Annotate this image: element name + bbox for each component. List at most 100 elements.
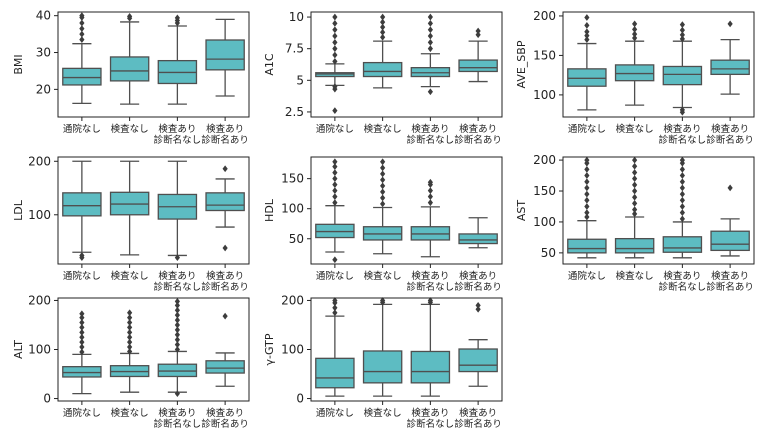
outlier-point <box>679 215 685 223</box>
outlier-point <box>632 34 638 42</box>
outlier-point <box>427 88 433 96</box>
outlier-point <box>174 346 180 353</box>
outlier-point <box>79 314 85 321</box>
y-tick-label: 0 <box>296 392 304 406</box>
x-tick-label: 検査あり <box>158 270 196 282</box>
outlier-point <box>679 31 685 39</box>
outlier-point <box>79 36 85 44</box>
outlier-point <box>127 343 133 351</box>
outlier-point <box>127 324 133 331</box>
outlier-point <box>380 164 386 172</box>
outlier-point <box>332 26 338 34</box>
outlier-point <box>79 25 85 32</box>
box-3 <box>157 14 198 105</box>
y-tick-label: 200 <box>28 154 51 168</box>
outlier-point <box>679 165 685 173</box>
x-tick-label: 診断名なし <box>154 281 202 293</box>
x-tick-label: 検査あり <box>459 123 497 135</box>
x-tick-label: 診断名あり <box>454 281 502 293</box>
outlier-point <box>174 321 180 329</box>
outlier-point <box>632 187 638 195</box>
outlier-point <box>632 193 638 201</box>
outlier-point <box>584 36 590 44</box>
x-tick-label: 通院なし <box>316 270 354 282</box>
outlier-point <box>79 348 85 356</box>
box-4 <box>205 312 245 387</box>
outlier-point <box>632 25 638 33</box>
box-3 <box>410 297 451 397</box>
outlier-point <box>427 199 433 207</box>
panel-1: 203040BMI通院なし検査なし検査あり診断名なし検査あり診断名あり <box>12 9 250 146</box>
outlier-point <box>332 45 338 53</box>
box-1 <box>567 14 607 111</box>
panel-7: 0100200ALT通院なし検査なし検査あり診断名なし検査あり診断名あり <box>12 293 250 430</box>
outlier-point <box>127 333 133 341</box>
y-tick-label: 200 <box>281 293 304 307</box>
y-tick-label: 2.5 <box>285 105 304 119</box>
outlier-point <box>427 13 433 21</box>
x-tick-label: 診断名あり <box>454 418 502 430</box>
outlier-point <box>679 190 685 198</box>
outlier-point <box>727 184 733 192</box>
box-2 <box>614 20 655 106</box>
outlier-point <box>632 210 638 218</box>
outlier-point <box>332 51 338 59</box>
outlier-point <box>332 57 338 65</box>
x-tick-label: 通院なし <box>316 123 354 135</box>
x-tick-label: 検査なし <box>364 270 402 282</box>
outlier-point <box>332 13 338 21</box>
y-tick-label: 150 <box>533 184 556 198</box>
outlier-point <box>174 331 180 339</box>
box-1 <box>315 297 355 397</box>
outlier-point <box>427 178 433 186</box>
y-axis-label: γ-GTP <box>263 333 276 365</box>
y-tick-label: 40 <box>36 9 51 23</box>
outlier-point <box>174 306 180 314</box>
outlier-point <box>632 181 638 189</box>
y-axis-label: A1C <box>263 53 276 76</box>
box-4 <box>458 301 498 387</box>
box-4 <box>710 20 750 95</box>
outlier-point <box>127 319 133 326</box>
y-tick-label: 100 <box>281 343 304 357</box>
outlier-point <box>475 301 481 309</box>
outlier-point <box>79 19 85 27</box>
x-tick-label: 検査あり <box>711 270 749 282</box>
outlier-point <box>427 26 433 34</box>
outlier-point <box>332 187 338 195</box>
box-1 <box>62 12 102 105</box>
x-tick-label: 検査あり <box>411 270 449 282</box>
outlier-point <box>127 328 133 336</box>
outlier-point <box>584 178 590 186</box>
outlier-point <box>584 184 590 192</box>
outlier-point <box>584 213 590 221</box>
box-4 <box>205 18 245 97</box>
x-tick-label: 検査あり <box>158 123 196 135</box>
x-tick-label: 診断名なし <box>154 418 202 430</box>
x-tick-label: 診断名なし <box>154 134 202 146</box>
box-2 <box>614 156 655 259</box>
box-3 <box>662 21 703 116</box>
outlier-point <box>174 326 180 334</box>
iqr-box <box>62 366 102 378</box>
outlier-point <box>332 169 338 177</box>
box-1 <box>315 158 355 264</box>
box-2 <box>109 160 150 256</box>
box-1 <box>567 156 607 259</box>
x-tick-label: 診断名なし <box>407 134 455 146</box>
outlier-point <box>332 181 338 189</box>
iqr-box <box>710 230 750 252</box>
outlier-point <box>174 301 180 309</box>
y-axis-label: LDL <box>12 199 25 221</box>
x-tick-label: 検査あり <box>711 123 749 135</box>
iqr-box <box>567 68 607 87</box>
outlier-point <box>632 175 638 183</box>
outlier-point <box>79 338 85 346</box>
x-tick-label: 通院なし <box>568 270 606 282</box>
panel-4: 100200LDL通院なし検査なし検査あり診断名なし検査あり診断名あり <box>12 154 250 293</box>
outlier-point <box>380 158 386 166</box>
x-tick-label: 検査なし <box>111 270 149 282</box>
outlier-point <box>584 203 590 210</box>
outlier-point <box>679 35 685 43</box>
